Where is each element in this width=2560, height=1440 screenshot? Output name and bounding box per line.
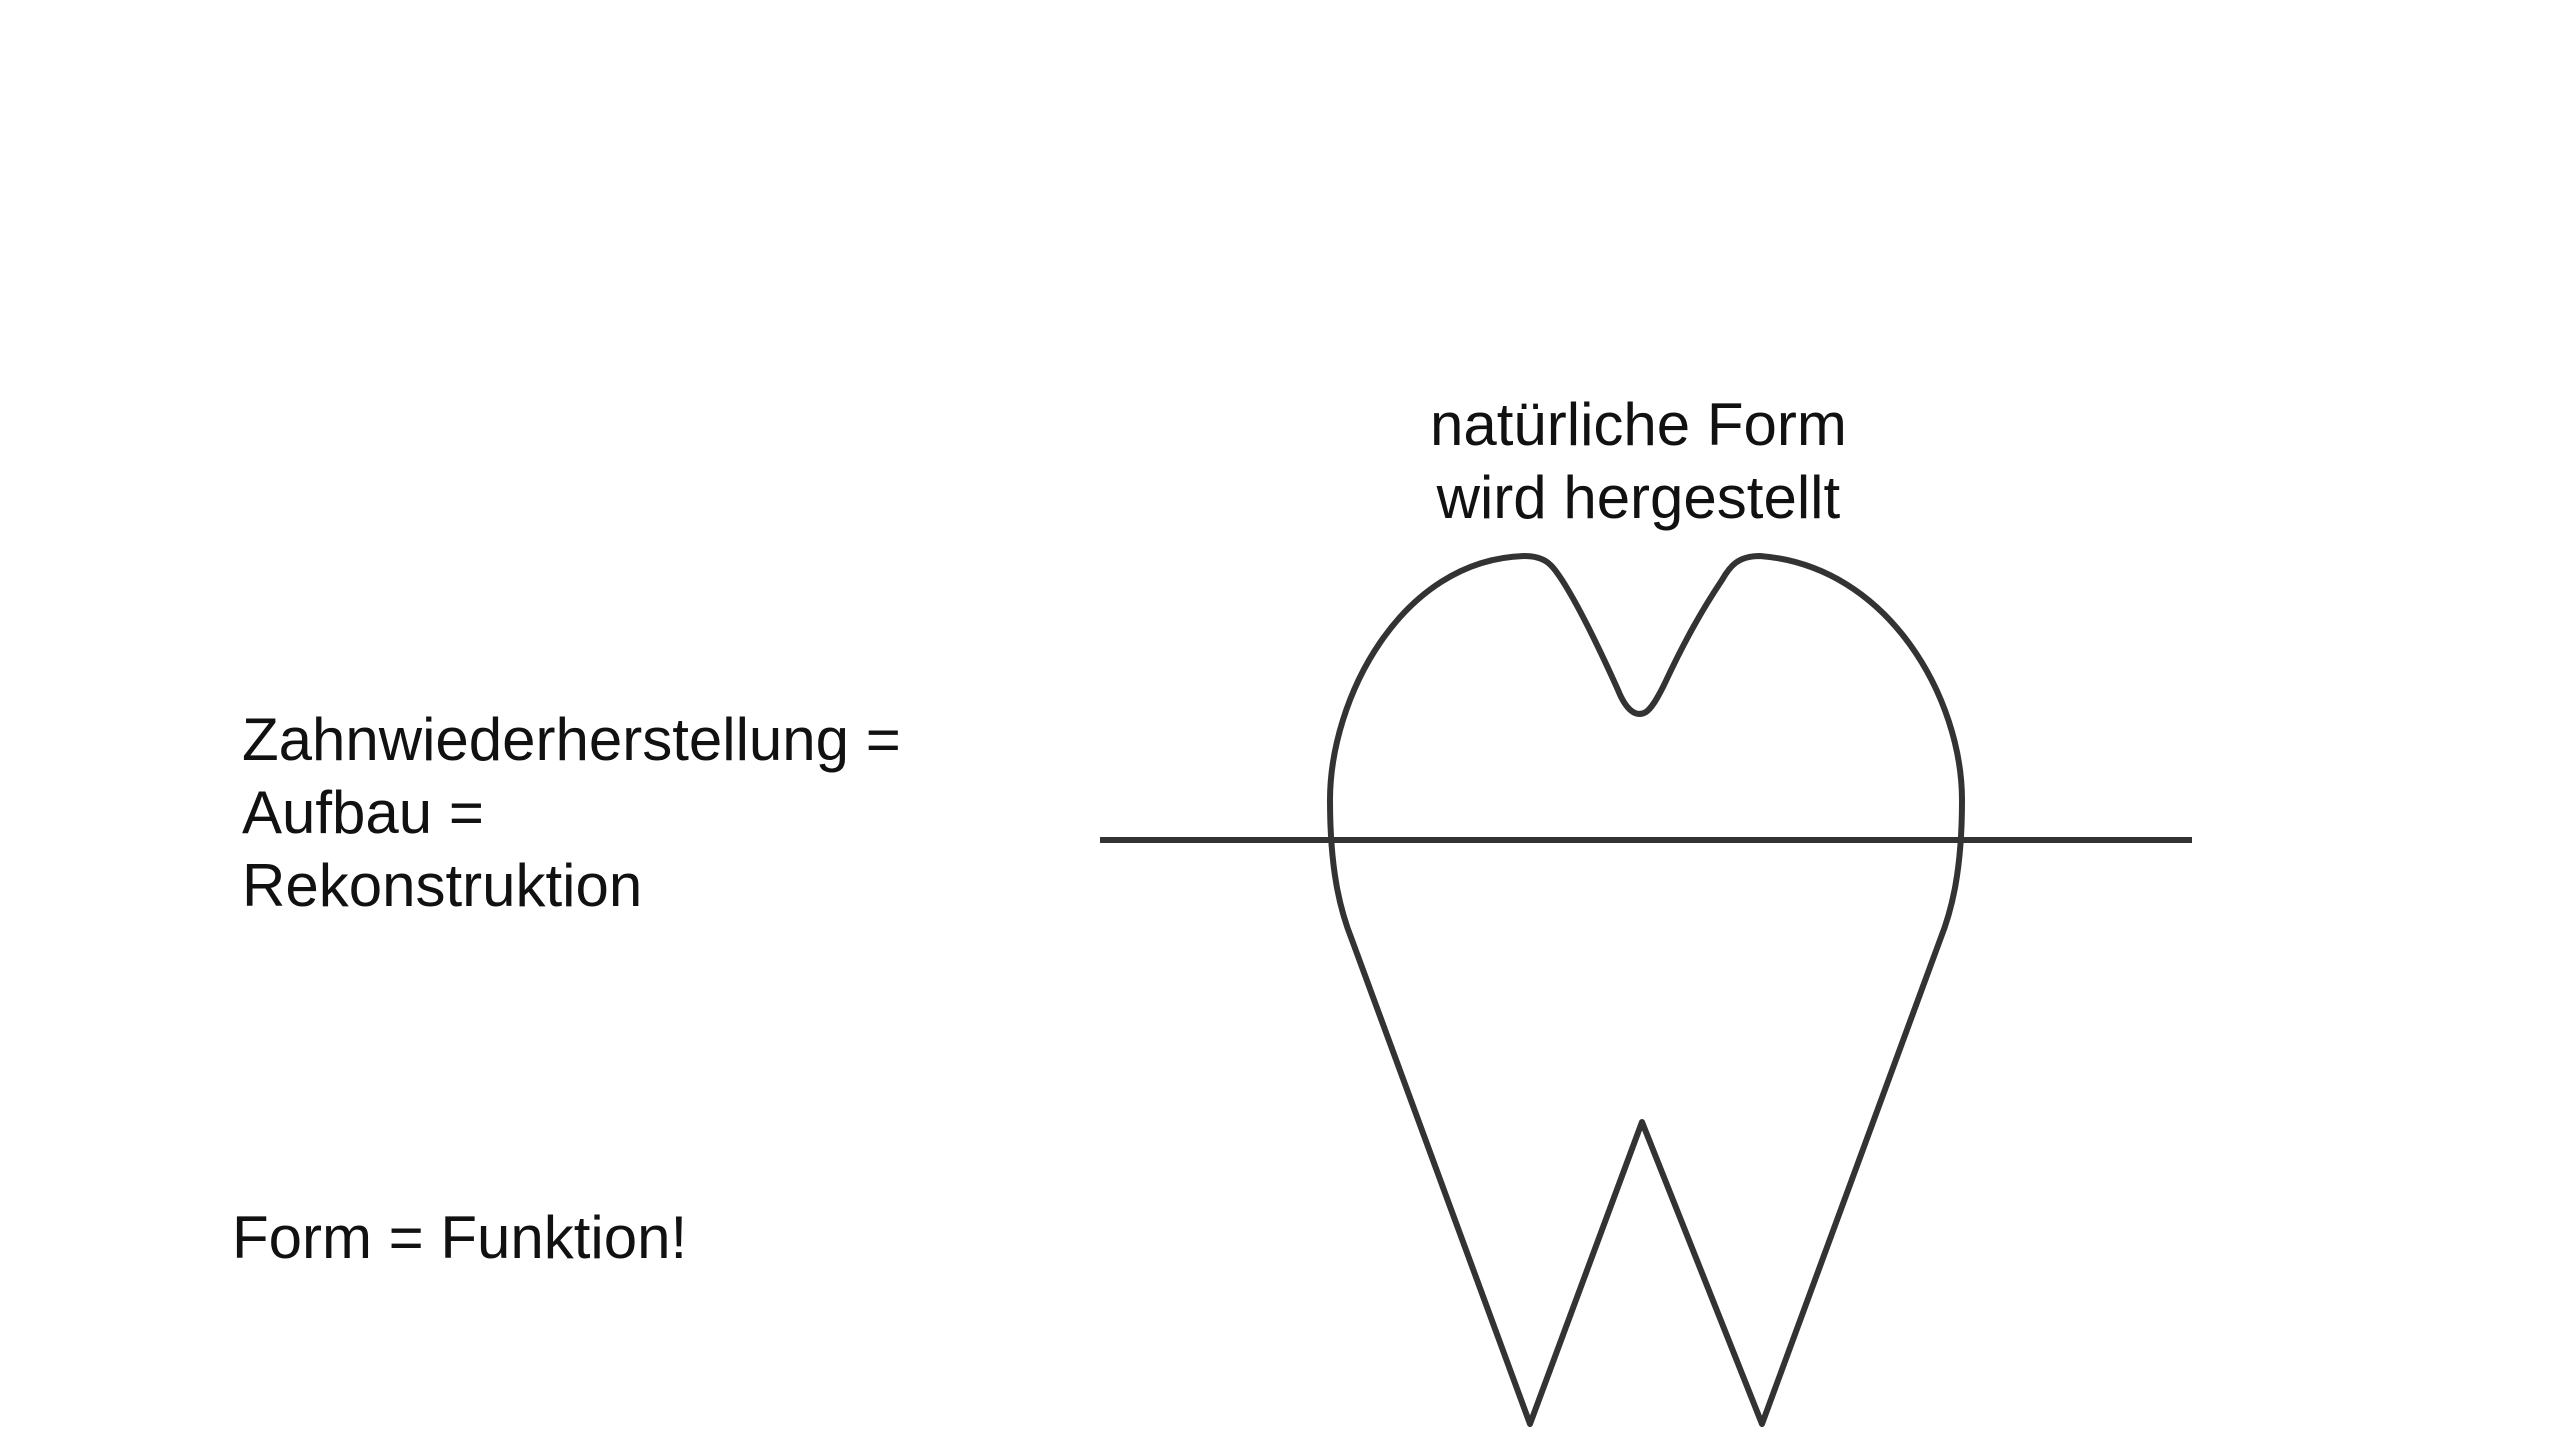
motto-text: Form = Funktion! <box>232 1204 688 1271</box>
definition-text: Zahnwiederherstellung = Aufbau = Rekonst… <box>242 703 901 922</box>
definition-line-1: Zahnwiederherstellung = <box>242 706 901 773</box>
caption-line-1: natürliche Form <box>1430 391 1847 458</box>
tooth-outline <box>1327 553 1965 1427</box>
definition-line-2: Aufbau = <box>242 779 484 846</box>
caption-line-2: wird hergestellt <box>1436 464 1841 531</box>
definition-line-3: Rekonstruktion <box>242 852 643 919</box>
tooth-caption: natürliche Form wird hergestellt <box>1430 388 1847 534</box>
